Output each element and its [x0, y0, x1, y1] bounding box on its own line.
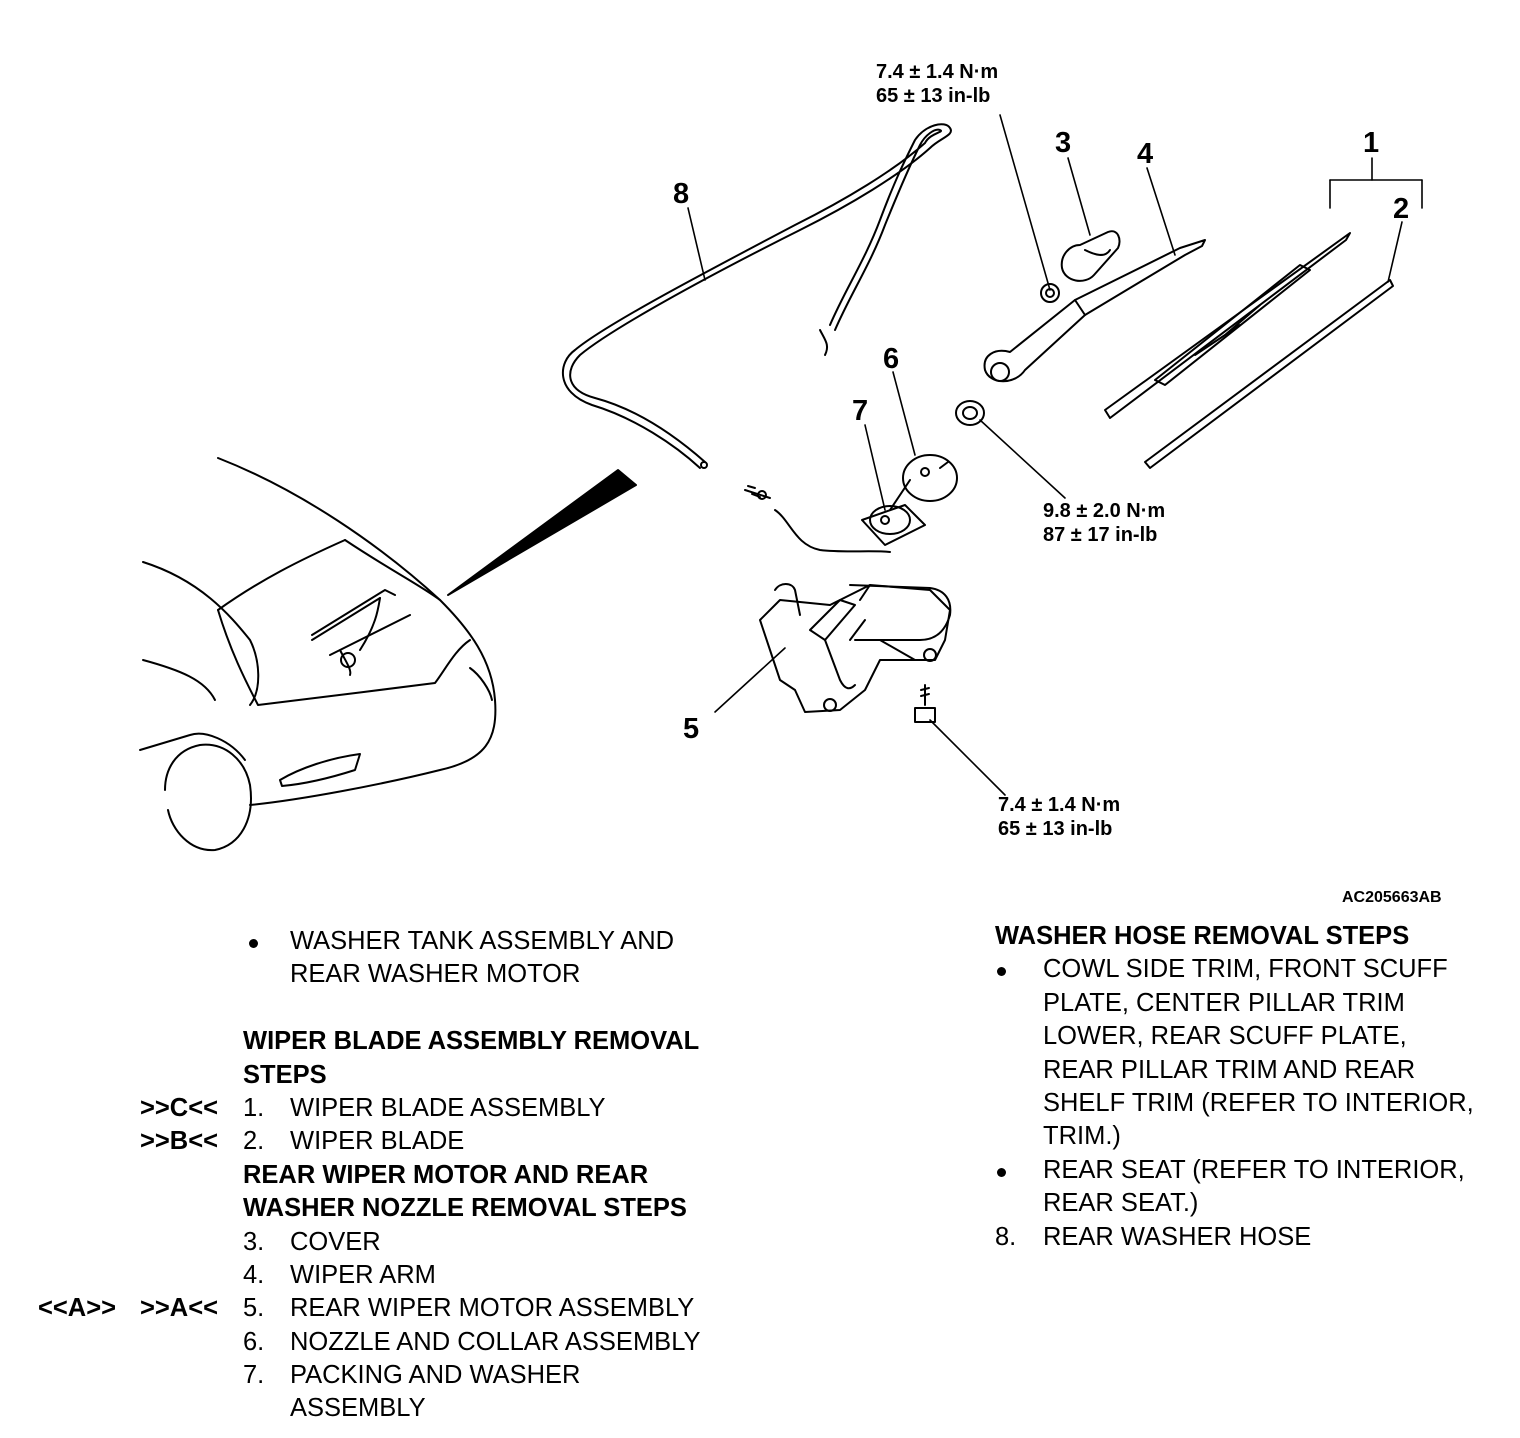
prereq-line: SHELF TRIM (REFER TO INTERIOR,	[0, 1087, 1520, 1120]
step-row: 8. REAR WASHER HOSE	[0, 1221, 1520, 1254]
step-text: COVER	[290, 1227, 381, 1256]
prereq-line: LOWER, REAR SCUFF PLATE,	[0, 1020, 1520, 1053]
prereq-text: LOWER, REAR SCUFF PLATE,	[1043, 1022, 1407, 1051]
torque-bottom-inlb: 65 ± 13 in-lb	[998, 818, 1112, 840]
step-row: >>B<< 2. WIPER BLADE	[0, 1125, 760, 1158]
view-pointer-wedge	[447, 469, 637, 596]
step-text: NOZZLE AND COLLAR ASSEMBLY	[290, 1327, 701, 1356]
prereq-line: PLATE, CENTER PILLAR TRIM	[0, 987, 1520, 1020]
packing-and-washer	[861, 504, 926, 546]
heading-text: WASHER NOZZLE REMOVAL STEPS	[243, 1194, 687, 1223]
install-note: >>A<<	[140, 1294, 218, 1323]
heading-text: WASHER HOSE REMOVAL STEPS	[995, 922, 1410, 950]
cover	[1060, 230, 1121, 282]
right-steps-column: WASHER HOSE REMOVAL STEPS COWL SIDE TRIM…	[0, 920, 1520, 1254]
prereq-line-2: REAR WASHER MOTOR	[0, 958, 760, 991]
left-steps-column: WASHER TANK ASSEMBLY AND REAR WASHER MOT…	[0, 925, 760, 1426]
step-number: 5.	[243, 1294, 265, 1323]
heading-text: STEPS	[243, 1060, 327, 1089]
rear-washer-hose	[561, 123, 952, 469]
nozzle-and-collar	[889, 454, 958, 511]
exploded-parts-diagram: 1 2 3 4 5 6 7 8 7.4 ± 1.4 N·m 65 ± 13 in…	[139, 61, 1423, 852]
step-number: 3.	[243, 1227, 265, 1256]
motor-pigtail-wire	[774, 509, 891, 553]
washer-hose-heading: WASHER HOSE REMOVAL STEPS	[0, 920, 1520, 953]
figure-code: AC205663AB	[1342, 889, 1442, 906]
callout-8: 8	[673, 178, 689, 210]
install-note: >>B<<	[140, 1127, 218, 1156]
nozzle-bolt	[744, 485, 771, 500]
torque-right-inlb: 87 ± 17 in-lb	[1043, 524, 1157, 546]
step-number: 8.	[995, 1222, 1017, 1251]
bullet-icon	[997, 1167, 1006, 1177]
callout-6: 6	[883, 343, 899, 375]
wiper-blade-assembly	[1104, 232, 1351, 419]
prereq-line: REAR SEAT.)	[0, 1187, 1520, 1220]
removal-note: <<A>>	[38, 1294, 116, 1323]
prereq-line: COWL SIDE TRIM, FRONT SCUFF	[0, 953, 1520, 986]
prereq-line: REAR PILLAR TRIM AND REAR	[0, 1054, 1520, 1087]
step-row: 4. WIPER ARM	[0, 1259, 760, 1292]
rear-wiper-motor-assembly	[759, 583, 952, 713]
install-note: >>C<<	[140, 1093, 218, 1122]
step-row: <<A>> >>A<< 5. REAR WIPER MOTOR ASSEMBLY	[0, 1292, 760, 1325]
step-text: WIPER ARM	[290, 1260, 436, 1289]
wiper-blade	[1144, 279, 1394, 469]
torque-top-inlb: 65 ± 13 in-lb	[876, 85, 990, 107]
step-row: >>C<< 1. WIPER BLADE ASSEMBLY	[0, 1092, 760, 1125]
motor-heading-2: WASHER NOZZLE REMOVAL STEPS	[0, 1192, 760, 1225]
step-text: WIPER BLADE	[290, 1127, 465, 1156]
step-row: ASSEMBLY	[0, 1392, 760, 1425]
callout-2: 2	[1393, 193, 1409, 225]
torque-top-nm: 7.4 ± 1.4 N·m	[876, 61, 998, 83]
prereq-text: REAR SEAT (REFER TO INTERIOR,	[1043, 1155, 1465, 1184]
callout-5: 5	[683, 713, 699, 745]
bullet-icon	[249, 939, 258, 948]
step-row: 6. NOZZLE AND COLLAR ASSEMBLY	[0, 1326, 760, 1359]
step-text: REAR WIPER MOTOR ASSEMBLY	[290, 1294, 695, 1323]
wiper-blade-heading: WIPER BLADE ASSEMBLY REMOVAL	[0, 1025, 760, 1058]
prereq-text: WASHER TANK ASSEMBLY AND	[290, 927, 675, 955]
torque-bottom-nm: 7.4 ± 1.4 N·m	[998, 794, 1120, 816]
wiper-arm-nut	[1040, 283, 1060, 303]
step-text: PACKING AND WASHER	[290, 1361, 581, 1390]
callout-1: 1	[1363, 127, 1379, 159]
step-number: 2.	[243, 1127, 265, 1156]
prereq-text: PLATE, CENTER PILLAR TRIM	[1043, 988, 1405, 1017]
step-text: ASSEMBLY	[290, 1394, 426, 1423]
prereq-text: TRIM.)	[1043, 1122, 1121, 1151]
motor-mounting-bolt	[914, 684, 936, 723]
motor-heading: REAR WIPER MOTOR AND REAR	[0, 1159, 760, 1192]
step-number: 1.	[243, 1093, 265, 1122]
step-row: 3. COVER	[0, 1226, 760, 1259]
wiper-blade-heading-2: STEPS	[0, 1059, 760, 1092]
step-text: WIPER BLADE ASSEMBLY	[290, 1093, 606, 1122]
callout-3: 3	[1055, 127, 1071, 159]
step-number: 4.	[243, 1260, 265, 1289]
prereq-text: SHELF TRIM (REFER TO INTERIOR,	[1043, 1088, 1474, 1117]
prereq-text: REAR WASHER MOTOR	[290, 960, 581, 989]
torque-right-nm: 9.8 ± 2.0 N·m	[1043, 500, 1165, 522]
step-number: 7.	[243, 1361, 265, 1390]
step-number: 6.	[243, 1327, 265, 1356]
callout-7: 7	[852, 395, 868, 427]
callout-4: 4	[1137, 138, 1153, 170]
prereq-line: TRIM.)	[0, 1120, 1520, 1153]
bullet-icon	[997, 967, 1006, 977]
wiper-arm	[983, 239, 1206, 383]
prereq-line: REAR SEAT (REFER TO INTERIOR,	[0, 1154, 1520, 1187]
washer-ring	[955, 400, 985, 426]
prereq-text: REAR SEAT.)	[1043, 1189, 1199, 1218]
step-text: REAR WASHER HOSE	[1043, 1222, 1312, 1251]
step-row: 7. PACKING AND WASHER	[0, 1359, 760, 1392]
leader-lines	[687, 114, 1423, 796]
heading-text: REAR WIPER MOTOR AND REAR	[243, 1160, 649, 1189]
car-rear-illustration	[139, 457, 497, 852]
heading-text: WIPER BLADE ASSEMBLY REMOVAL	[243, 1027, 700, 1056]
prereq-text: REAR PILLAR TRIM AND REAR	[1043, 1055, 1416, 1084]
prereq-line-1: WASHER TANK ASSEMBLY AND	[0, 925, 760, 958]
prereq-text: COWL SIDE TRIM, FRONT SCUFF	[1043, 955, 1448, 984]
